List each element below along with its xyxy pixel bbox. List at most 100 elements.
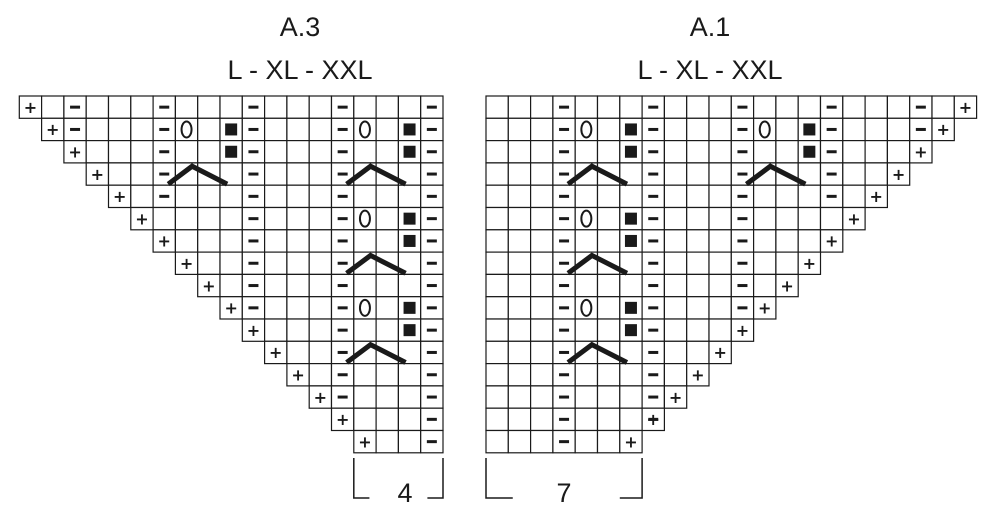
chart-a1-cell bbox=[686, 117, 710, 142]
chart-a1-cell bbox=[686, 363, 710, 387]
increase-symbol: + bbox=[91, 165, 104, 184]
chart-a1-cell bbox=[596, 296, 621, 320]
chart-a3-cell bbox=[353, 318, 377, 342]
chart-a1-cell bbox=[596, 95, 621, 119]
chart-a1-cell bbox=[686, 162, 710, 186]
decrease-symbol bbox=[345, 163, 407, 187]
chart-a1-cell bbox=[507, 296, 532, 320]
increase-symbol: + bbox=[825, 232, 838, 251]
chart-a3-cell bbox=[353, 140, 377, 164]
purl-symbol bbox=[826, 172, 837, 176]
chart-a3-cell bbox=[197, 184, 221, 209]
chart-a1-cell bbox=[596, 184, 621, 209]
purl-symbol bbox=[426, 284, 437, 288]
chart-a1-cell bbox=[686, 340, 710, 365]
chart-a1-cell bbox=[507, 318, 532, 342]
chart-a3-cell bbox=[375, 296, 400, 320]
chart-a1-cell bbox=[842, 184, 866, 209]
chart-a1-cell bbox=[708, 95, 732, 119]
chart-a1-cell bbox=[663, 318, 688, 342]
no-stitch-symbol bbox=[624, 234, 637, 247]
increase-symbol: + bbox=[936, 120, 949, 139]
increase-symbol: + bbox=[870, 187, 883, 206]
chart-a1-bracket-left bbox=[485, 458, 513, 499]
purl-symbol bbox=[426, 172, 437, 176]
chart-a1-cell bbox=[596, 206, 621, 231]
chart-a3-cell bbox=[308, 296, 333, 320]
chart-a1-cell bbox=[842, 140, 866, 164]
chart-a1-cell bbox=[686, 273, 710, 298]
no-stitch-symbol bbox=[803, 145, 816, 158]
purl-symbol bbox=[337, 239, 348, 243]
purl-symbol bbox=[426, 417, 437, 421]
increase-symbol: + bbox=[46, 120, 59, 139]
no-stitch-symbol bbox=[225, 145, 238, 158]
chart-a1-cell bbox=[708, 140, 732, 164]
purl-symbol bbox=[248, 284, 259, 288]
chart-a1-cell bbox=[529, 273, 554, 298]
yarn-over-symbol bbox=[358, 298, 371, 317]
chart-a1-cell bbox=[619, 95, 643, 119]
chart-a1-cell bbox=[708, 273, 732, 298]
chart-a1-cell bbox=[842, 95, 866, 119]
yarn-over-symbol bbox=[758, 120, 771, 139]
chart-a3-cell bbox=[308, 184, 333, 209]
purl-symbol bbox=[559, 194, 570, 198]
chart-a1-cell bbox=[708, 117, 732, 142]
chart-a1-sizes: L - XL - XXL bbox=[637, 55, 783, 85]
chart-a1-cell bbox=[529, 206, 554, 231]
purl-symbol bbox=[648, 194, 659, 198]
chart-a3-cell bbox=[308, 251, 333, 276]
chart-a3-sizes: L - XL - XXL bbox=[227, 55, 373, 85]
chart-a1-cell bbox=[663, 206, 688, 231]
chart-a3-cell bbox=[130, 162, 154, 186]
chart-a3-cell bbox=[197, 251, 221, 276]
purl-symbol bbox=[915, 105, 926, 109]
chart-a1-cell bbox=[842, 206, 866, 231]
chart-a1-cell bbox=[574, 429, 599, 454]
increase-symbol: + bbox=[780, 276, 793, 295]
purl-symbol bbox=[337, 105, 348, 109]
purl-symbol bbox=[559, 217, 570, 221]
chart-a3-cell bbox=[197, 95, 221, 119]
yarn-over-symbol bbox=[580, 120, 593, 139]
chart-a3-cell bbox=[353, 95, 377, 119]
chart-a1-cell bbox=[485, 117, 509, 142]
increase-symbol: + bbox=[68, 143, 81, 162]
no-stitch-symbol bbox=[403, 324, 416, 337]
chart-a3-cell bbox=[353, 229, 377, 253]
increase-symbol: + bbox=[914, 143, 927, 162]
purl-symbol bbox=[648, 417, 659, 421]
purl-symbol bbox=[559, 440, 570, 444]
purl-symbol bbox=[159, 150, 170, 154]
chart-a3-cell bbox=[264, 273, 288, 298]
purl-symbol bbox=[559, 150, 570, 154]
chart-a1-cell bbox=[797, 206, 822, 231]
purl-symbol bbox=[559, 239, 570, 243]
chart-a3-cell bbox=[286, 162, 310, 186]
chart-a3-cell bbox=[85, 140, 110, 164]
chart-a3-cell bbox=[375, 140, 400, 164]
chart-a3-cell bbox=[130, 95, 154, 119]
purl-symbol bbox=[337, 373, 348, 377]
chart-a1-cell bbox=[619, 184, 643, 209]
purl-symbol bbox=[426, 328, 437, 332]
chart-a1-cell bbox=[752, 206, 777, 231]
purl-symbol bbox=[426, 239, 437, 243]
chart-a3-cell bbox=[264, 229, 288, 253]
purl-symbol bbox=[426, 350, 437, 354]
no-stitch-symbol bbox=[624, 324, 637, 337]
increase-symbol: + bbox=[358, 432, 371, 451]
decrease-symbol bbox=[345, 341, 407, 365]
no-stitch-symbol bbox=[403, 234, 416, 247]
purl-symbol bbox=[737, 194, 748, 198]
chart-a1-cell bbox=[485, 340, 509, 365]
chart-a1-cell bbox=[686, 251, 710, 276]
chart-a1-cell bbox=[507, 407, 532, 432]
purl-symbol bbox=[648, 328, 659, 332]
purl-symbol bbox=[159, 127, 170, 131]
chart-a3-cell bbox=[308, 95, 333, 119]
purl-symbol bbox=[426, 306, 437, 310]
chart-a1-cell bbox=[574, 407, 599, 432]
